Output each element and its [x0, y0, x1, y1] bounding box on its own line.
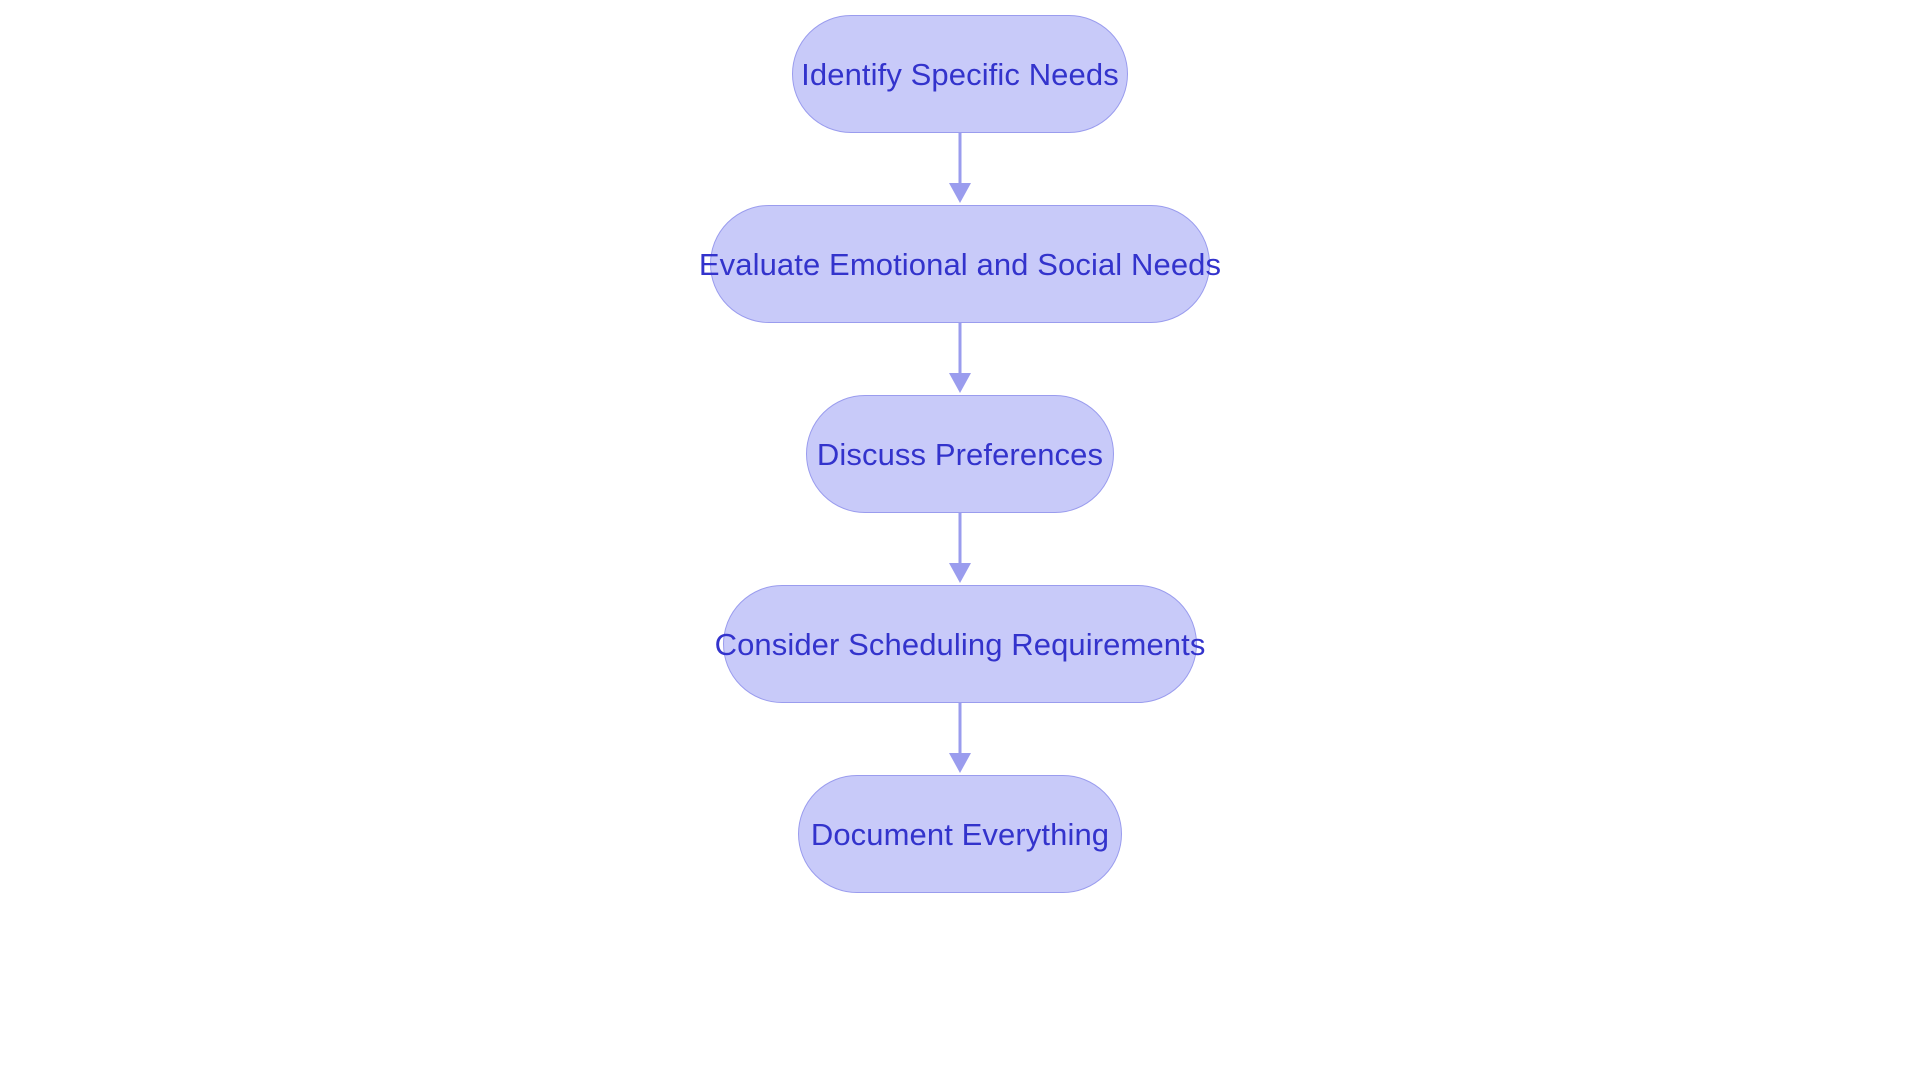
flow-node-document-everything[interactable]: Document Everything [798, 775, 1122, 893]
flow-node-discuss-preferences[interactable]: Discuss Preferences [806, 395, 1114, 513]
flow-node-label: Evaluate Emotional and Social Needs [698, 246, 1222, 282]
flow-arrow-n2-to-n3 [943, 323, 977, 395]
flow-node-label: Identify Specific Needs [801, 56, 1119, 92]
flow-node-evaluate-emotional-and-social-needs[interactable]: Evaluate Emotional and Social Needs [699, 205, 1221, 323]
flow-node-label: Consider Scheduling Requirements [714, 626, 1206, 662]
flow-node-label: Document Everything [810, 816, 1110, 852]
flow-node-consider-scheduling-requirements[interactable]: Consider Scheduling Requirements [715, 585, 1205, 703]
flow-arrow-n4-to-n5 [943, 703, 977, 775]
flow-arrow-n3-to-n4 [943, 513, 977, 585]
flow-node-label: Discuss Preferences [816, 436, 1104, 472]
flow-node-identify-specific-needs[interactable]: Identify Specific Needs [792, 15, 1128, 133]
flow-arrow-n1-to-n2 [943, 133, 977, 205]
